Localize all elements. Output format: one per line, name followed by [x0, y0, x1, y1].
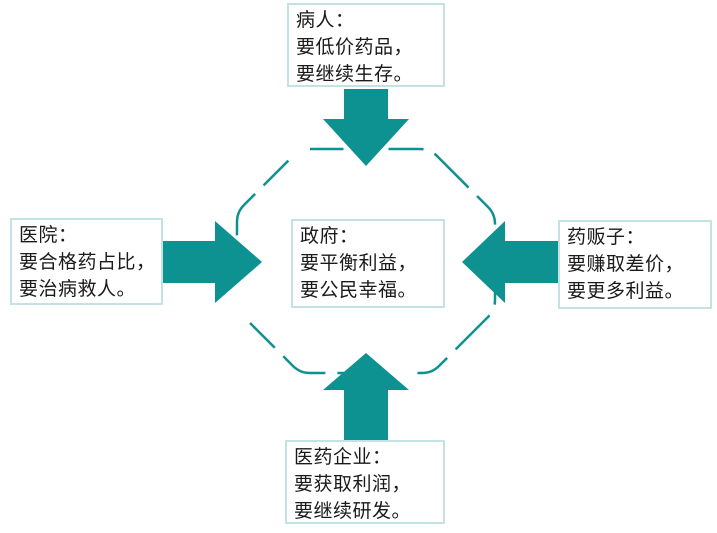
- node-government-line: 要平衡利益，: [300, 253, 418, 274]
- node-pharma-company-title: 医药企业：: [294, 447, 392, 468]
- node-patient-line: 要继续生存。: [296, 64, 414, 85]
- dashed-frame: [235, 147, 497, 375]
- up-arrow-icon: [323, 353, 409, 441]
- node-hospital-line: 要合格药占比，: [19, 252, 156, 273]
- left-arrow-icon: [462, 221, 560, 303]
- node-drug-dealer: 药贩子： 要赚取差价， 要更多利益。: [558, 220, 712, 309]
- node-government: 政府： 要平衡利益， 要公民幸福。: [291, 219, 445, 308]
- node-government-title: 政府：: [300, 226, 359, 247]
- node-drug-dealer-title: 药贩子：: [567, 227, 646, 248]
- node-pharma-company-line: 要获取利润，: [294, 474, 412, 495]
- down-arrow-icon: [323, 89, 409, 166]
- node-patient-line: 要低价药品，: [296, 37, 414, 58]
- node-hospital-title: 医院：: [19, 225, 78, 246]
- node-patient: 病人： 要低价药品， 要继续生存。: [287, 3, 445, 87]
- node-government-line: 要公民幸福。: [300, 280, 418, 301]
- node-patient-title: 病人：: [296, 10, 355, 31]
- node-hospital: 医院： 要合格药占比， 要治病救人。: [10, 218, 163, 305]
- node-hospital-line: 要治病救人。: [19, 279, 137, 300]
- node-pharma-company: 医药企业： 要获取利润， 要继续研发。: [285, 440, 445, 524]
- node-drug-dealer-line: 要更多利益。: [567, 281, 685, 302]
- node-pharma-company-line: 要继续研发。: [294, 501, 412, 522]
- node-drug-dealer-line: 要赚取差价，: [567, 254, 685, 275]
- right-arrow-icon: [163, 221, 262, 303]
